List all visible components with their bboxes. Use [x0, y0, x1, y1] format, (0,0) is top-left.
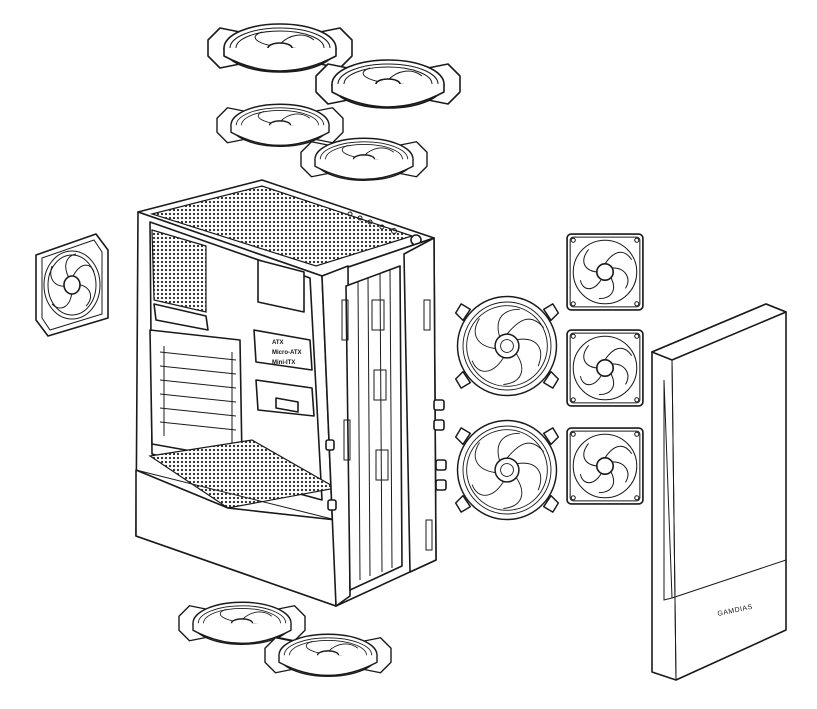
label-atx: ATX	[272, 340, 284, 346]
front-fan-upper	[454, 293, 560, 399]
motherboard-labels: ATX Micro-ATX Mini-ITX	[272, 340, 302, 366]
top-fan-4	[300, 137, 428, 181]
square-fan-2	[566, 329, 644, 407]
front-fan-lower	[454, 417, 560, 523]
bottom-fan-2	[264, 633, 392, 677]
rear-fan	[35, 233, 109, 337]
front-panel: GAMDIAS	[651, 303, 787, 681]
label-mini-itx: Mini-ITX	[272, 360, 295, 366]
square-fan-3	[566, 427, 644, 505]
bottom-fan-1	[178, 601, 306, 645]
pc-case: ATX Micro-ATX Mini-ITX	[135, 179, 447, 607]
label-micro-atx: Micro-ATX	[272, 350, 302, 356]
square-fan-1	[566, 233, 644, 311]
top-fan-2	[315, 59, 461, 109]
top-fan-3	[216, 103, 344, 147]
